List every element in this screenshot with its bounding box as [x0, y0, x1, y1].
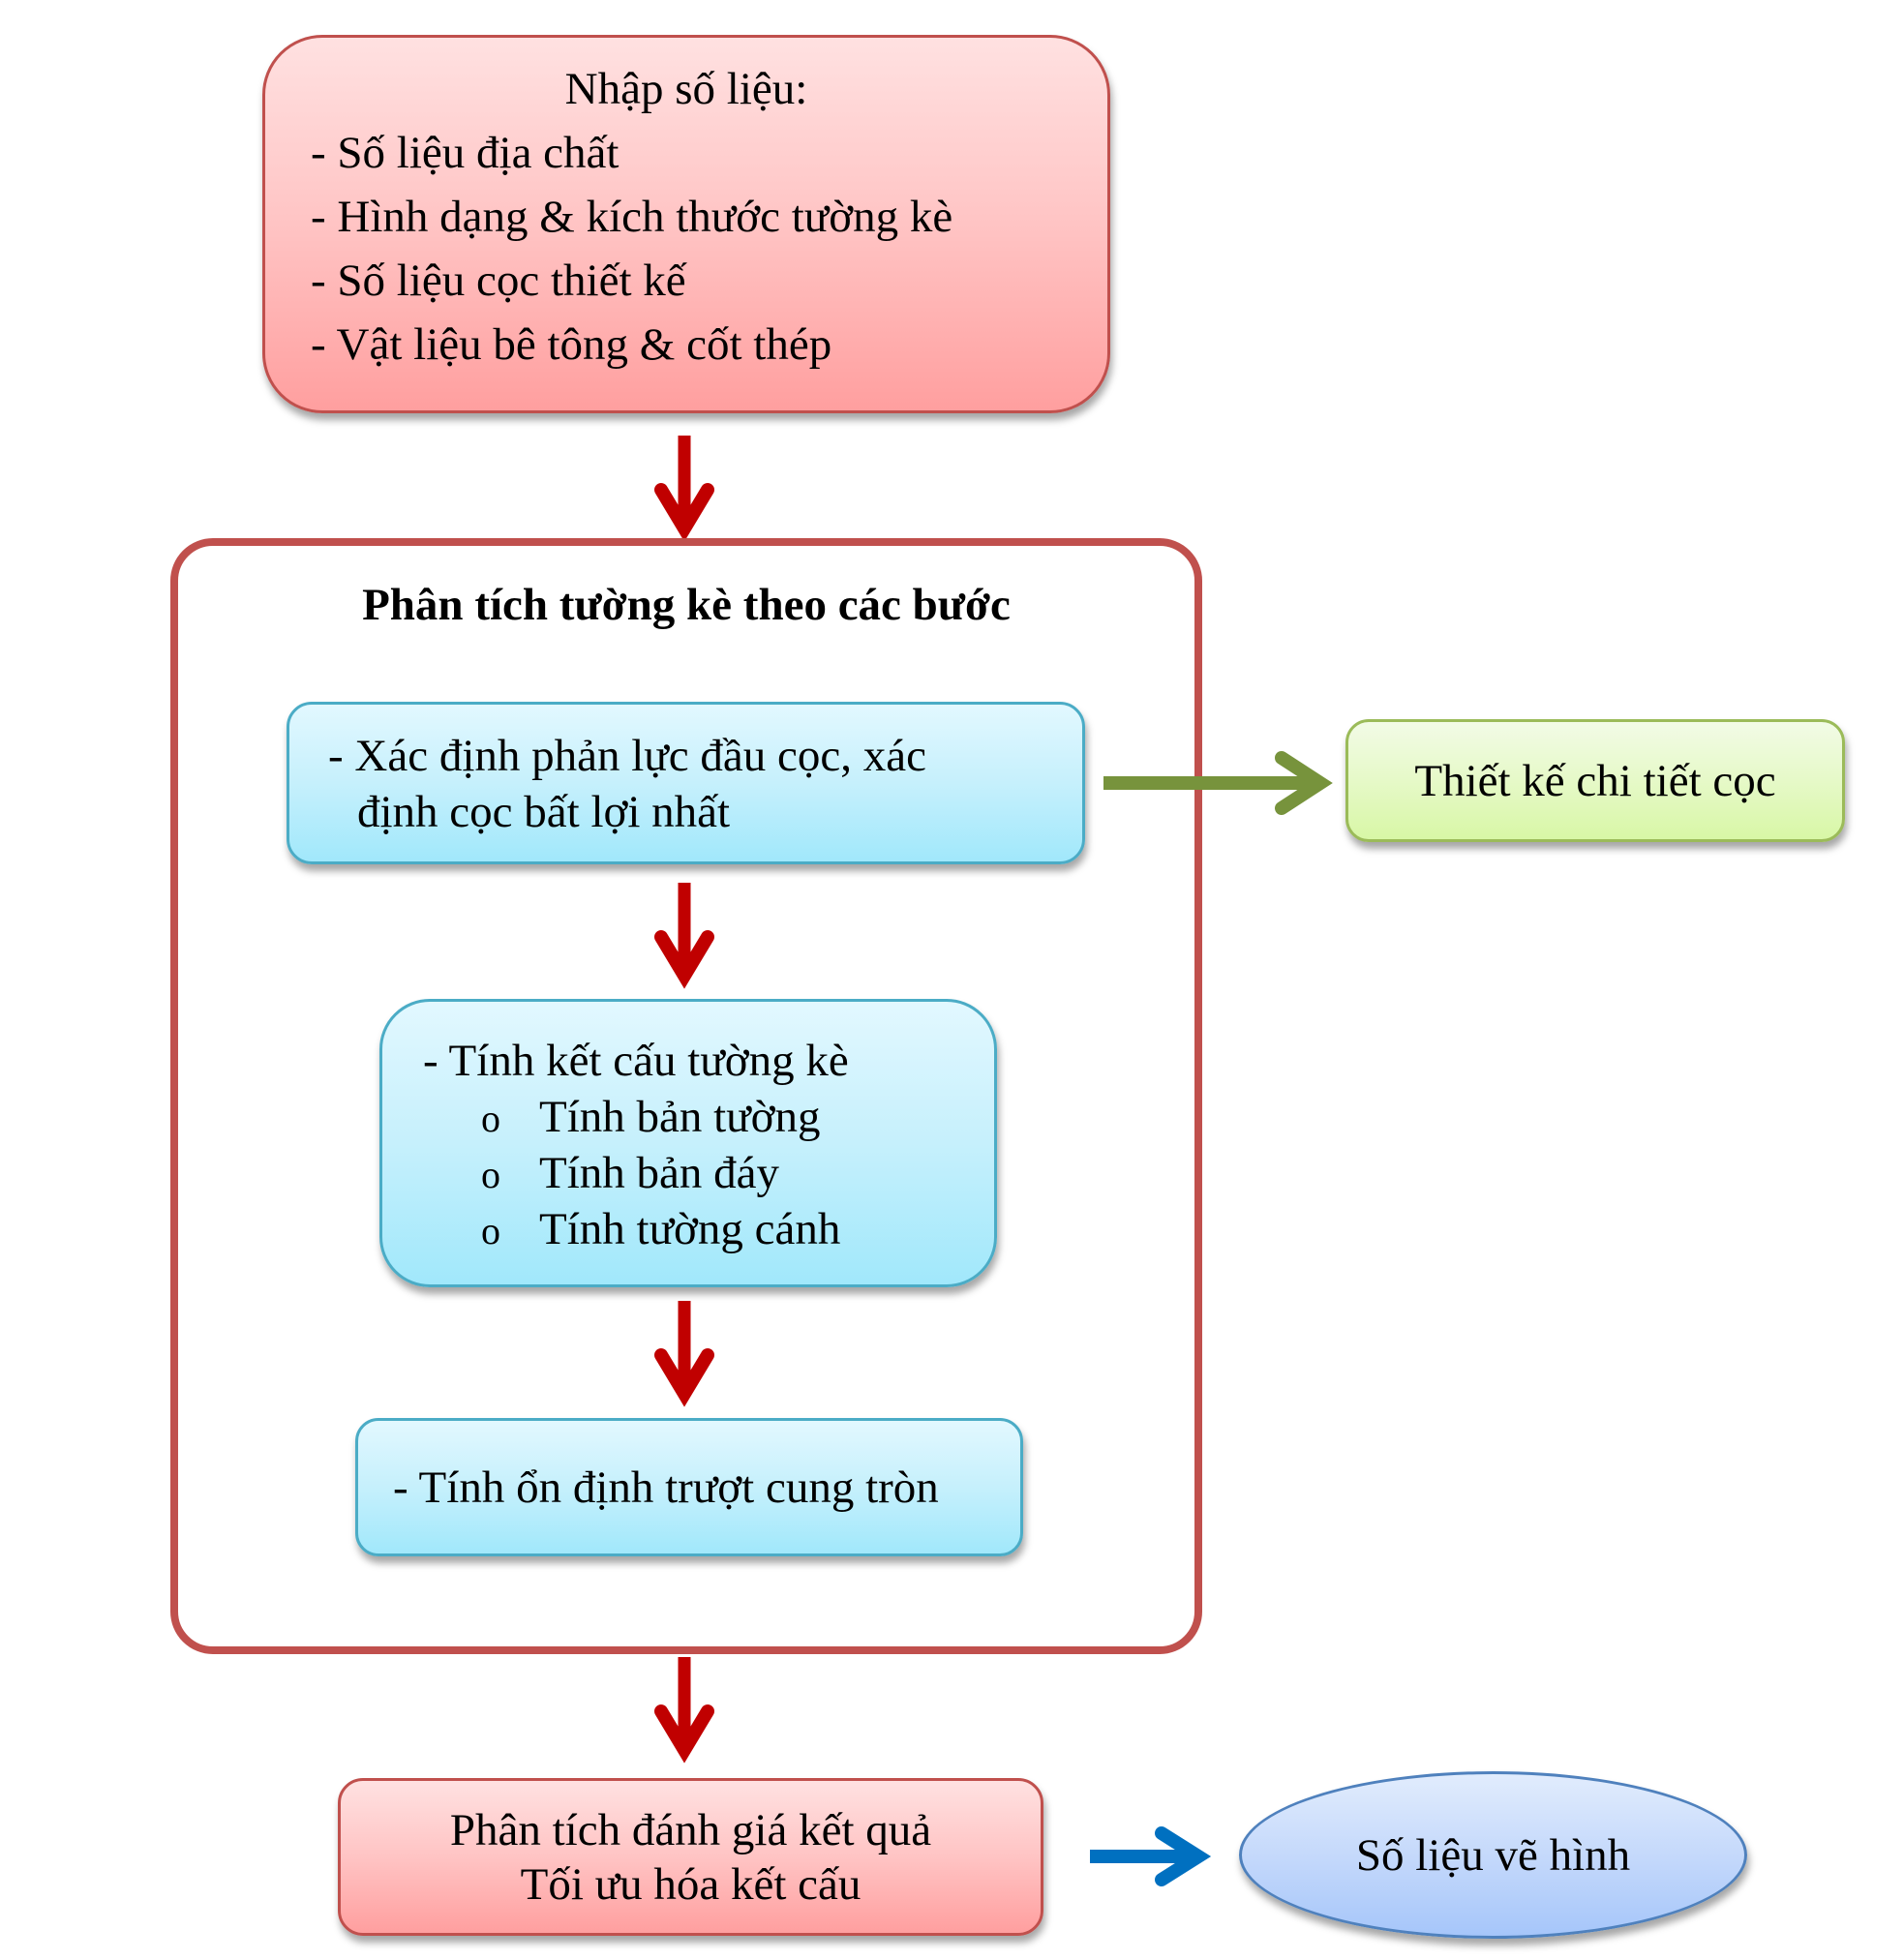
down-arrow-icon: [654, 1301, 714, 1407]
step1-line: - Xác định phản lực đầu cọc, xác: [328, 731, 926, 781]
down-arrow-icon: [654, 436, 714, 542]
input-item: - Số liệu cọc thiết kế: [311, 256, 686, 306]
input-box-title: Nhập số liệu:: [564, 64, 808, 114]
input-item: - Hình dạng & kích thước tường kè: [311, 192, 953, 242]
step1-line: định cọc bất lợi nhất: [357, 787, 731, 837]
right-arrow-icon: [1090, 1826, 1212, 1886]
circle-bullet-icon: o: [481, 1097, 500, 1140]
result-line: Tối ưu hóa kết cấu: [520, 1859, 861, 1910]
analysis-frame-title: Phân tích tường kè theo các bước: [362, 580, 1011, 630]
circle-bullet-icon: o: [481, 1153, 500, 1196]
pile-design-label: Thiết kế chi tiết cọc: [1414, 755, 1776, 806]
down-arrow-icon: [654, 883, 714, 989]
step3-label: - Tính ổn định trượt cung tròn: [393, 1462, 939, 1513]
input-data-box: Nhập số liệu: - Số liệu địa chất - Hình …: [262, 35, 1110, 413]
right-arrow-icon: [1103, 751, 1333, 815]
drawing-data-ellipse: Số liệu vẽ hình: [1239, 1771, 1747, 1939]
analysis-frame: Phân tích tường kè theo các bước: [170, 538, 1202, 1654]
down-arrow-icon: [654, 1657, 714, 1764]
circle-bullet-icon: o: [481, 1209, 500, 1252]
step-pile-reaction-box: - Xác định phản lực đầu cọc, xác định cọ…: [287, 702, 1085, 864]
step-slope-stability-box: - Tính ổn định trượt cung tròn: [355, 1418, 1023, 1556]
step2-title: - Tính kết cấu tường kè: [423, 1036, 849, 1086]
drawing-data-label: Số liệu vẽ hình: [1355, 1829, 1631, 1881]
pile-design-box: Thiết kế chi tiết cọc: [1345, 719, 1845, 842]
input-item: - Số liệu địa chất: [311, 128, 620, 178]
input-item: - Vật liệu bê tông & cốt thép: [311, 319, 832, 370]
result-line: Phân tích đánh giá kết quả: [449, 1805, 932, 1855]
result-evaluation-box: Phân tích đánh giá kết quả Tối ưu hóa kế…: [338, 1778, 1043, 1936]
